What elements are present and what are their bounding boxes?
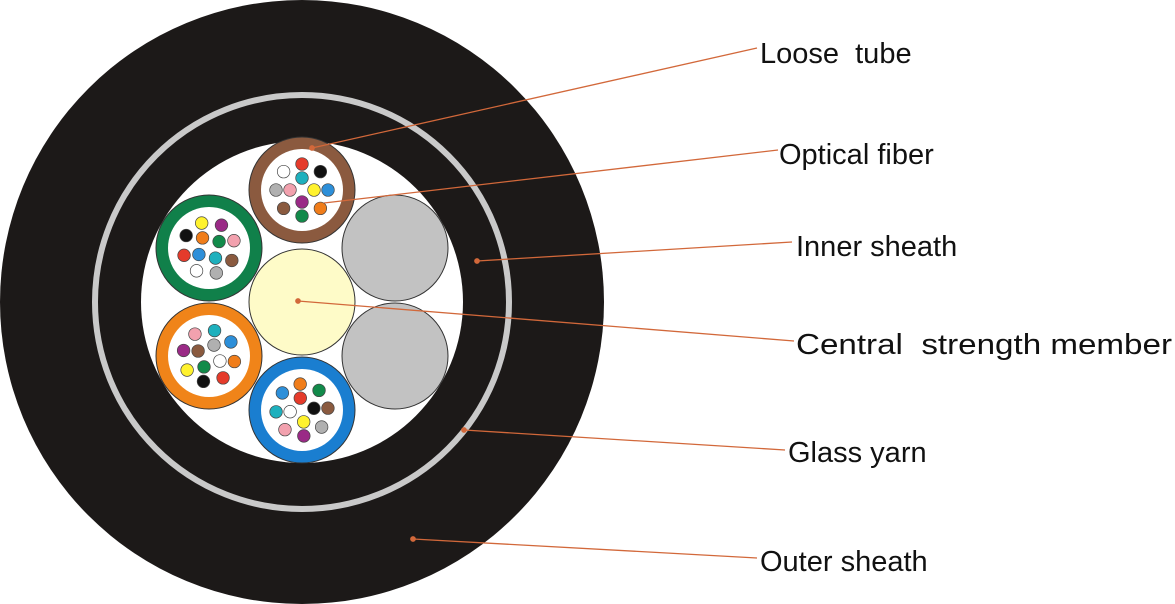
- leader-line-outer-sheath: [412, 538, 758, 559]
- optical-fiber: [177, 248, 191, 262]
- optical-fiber: [297, 429, 311, 443]
- loose-tube-interior: [168, 207, 250, 289]
- optical-fiber: [176, 343, 191, 358]
- leader-line-central-strength-member: [297, 300, 795, 342]
- optical-fiber: [207, 323, 222, 338]
- loose-tube-brown: [248, 136, 356, 244]
- pointer-dot: [309, 145, 315, 151]
- optical-fiber: [188, 327, 202, 341]
- optical-fiber: [209, 266, 223, 280]
- optical-fiber: [278, 422, 292, 437]
- loose-tubes-group: [155, 136, 356, 464]
- label-loose-tube: Loose tube: [760, 38, 912, 70]
- optical-fiber: [269, 405, 283, 419]
- loose-tube-blue: [248, 356, 356, 464]
- optical-fiber: [297, 415, 311, 429]
- optical-fiber: [191, 344, 205, 358]
- label-glass-yarn: Glass yarn: [788, 437, 927, 469]
- pointer-dot: [295, 298, 301, 304]
- optical-fiber: [293, 377, 307, 391]
- filler-rod: [341, 194, 449, 302]
- optical-fiber: [208, 251, 223, 265]
- optical-fiber: [180, 363, 194, 377]
- pointer-dot: [474, 258, 480, 264]
- optical-fiber: [192, 247, 206, 262]
- optical-fiber: [312, 383, 326, 398]
- optical-fiber: [213, 354, 227, 368]
- leader-line-optical-fiber: [323, 149, 779, 204]
- central-strength-member: [248, 248, 356, 356]
- optical-fiber: [214, 218, 229, 232]
- leader-lines: [295, 47, 795, 559]
- optical-fiber: [195, 231, 210, 245]
- label-outer-sheath: Outer sheath: [760, 546, 928, 578]
- optical-fiber: [314, 420, 329, 434]
- optical-fiber: [179, 228, 193, 243]
- label-central-strength-member: Central strength member: [796, 329, 1172, 361]
- optical-fiber: [227, 234, 241, 248]
- optical-fiber: [295, 171, 309, 185]
- optical-fiber: [276, 164, 291, 179]
- optical-fiber: [269, 183, 283, 197]
- filler-rod: [341, 302, 449, 410]
- optical-fiber: [196, 374, 211, 389]
- optical-fiber: [295, 195, 309, 209]
- optical-fiber: [225, 253, 239, 268]
- loose-tube-orange: [155, 302, 263, 410]
- leader-line-loose-tube: [311, 47, 758, 149]
- optical-fiber: [197, 360, 211, 374]
- optical-fiber: [275, 386, 290, 400]
- optical-fiber: [295, 157, 309, 171]
- optical-fiber: [283, 183, 297, 197]
- optical-fiber: [283, 405, 297, 419]
- optical-fiber: [216, 371, 230, 385]
- optical-fiber: [207, 338, 221, 352]
- optical-fiber: [276, 201, 291, 216]
- optical-fiber: [321, 401, 335, 415]
- optical-fiber: [195, 216, 209, 230]
- optical-fiber: [293, 391, 307, 405]
- optical-fiber: [321, 183, 335, 197]
- optical-fiber: [224, 335, 238, 349]
- optical-fiber: [227, 354, 242, 369]
- leader-line-inner-sheath: [476, 241, 793, 262]
- optical-fiber: [307, 401, 321, 415]
- pointer-dot: [410, 536, 416, 542]
- label-optical-fiber: Optical fiber: [779, 139, 934, 171]
- loose-tube-green: [155, 194, 263, 302]
- label-inner-sheath: Inner sheath: [796, 231, 957, 263]
- pointer-dot: [461, 427, 467, 433]
- optical-fiber: [212, 234, 226, 249]
- optical-fiber: [307, 183, 321, 197]
- optical-fiber: [189, 264, 204, 278]
- leader-line-glass-yarn: [463, 429, 786, 451]
- optical-fiber: [295, 209, 309, 223]
- optical-fiber: [313, 164, 328, 179]
- glass-yarn-ring: [92, 92, 512, 512]
- optical-fiber: [313, 201, 328, 216]
